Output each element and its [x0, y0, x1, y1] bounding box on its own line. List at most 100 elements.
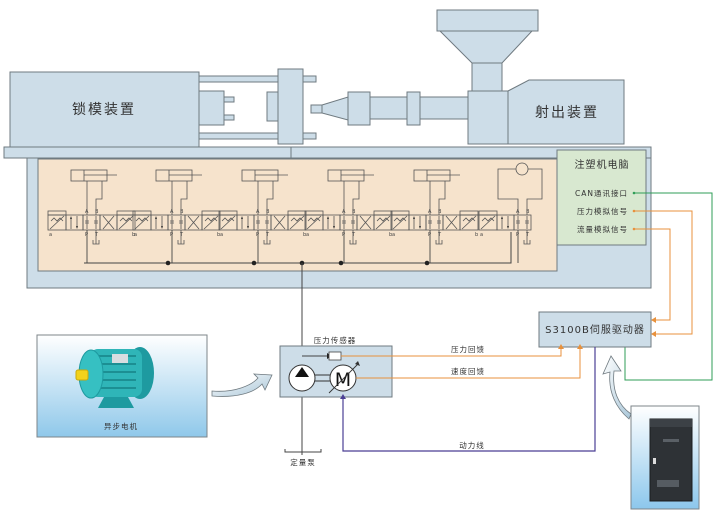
hydraulic-cylinder — [155, 169, 193, 182]
cylinder-rod — [426, 170, 460, 181]
cylinder-lines — [171, 181, 188, 215]
port-b-label: b — [303, 232, 306, 238]
junction-dot — [251, 260, 257, 266]
motor-foot — [98, 397, 134, 408]
blocked-center — [342, 216, 355, 229]
spring-icon — [392, 215, 408, 230]
arrow-head — [76, 226, 78, 229]
junction-dot — [338, 260, 344, 266]
blocked-center — [516, 216, 529, 229]
spring-icon — [306, 215, 322, 230]
cylinder-rod — [254, 170, 288, 181]
pump-label: 定量泵 — [290, 457, 316, 467]
async-motor-photo: 异步电机 — [36, 334, 208, 438]
cylinder-rod — [83, 170, 117, 181]
tank-symbol — [92, 230, 100, 245]
port-P-label: P — [516, 232, 519, 238]
drive-cabinet-top — [650, 419, 692, 427]
port-b-label: b — [475, 232, 478, 238]
servo-drive-label: S3100B伺服驱动器 — [545, 323, 645, 336]
port-B-label: B — [180, 209, 184, 215]
cylinder-rod — [168, 170, 202, 181]
hopper-funnel — [438, 30, 534, 64]
feed-block — [467, 90, 509, 145]
cylinder-lines — [86, 181, 103, 215]
pump-icon — [288, 364, 316, 392]
tank-symbol — [177, 230, 185, 245]
speed-feedback-arrow — [577, 344, 583, 349]
drive-brand-text — [663, 439, 679, 442]
spring-icon — [480, 215, 496, 230]
power-line-arrow — [340, 394, 346, 399]
spring-icon — [49, 215, 65, 230]
variable-arrow — [328, 363, 359, 394]
port-a-label: a — [392, 232, 395, 238]
arrow-head — [247, 226, 249, 229]
port-T-label: T — [94, 232, 99, 238]
cylinder-rod — [340, 170, 374, 181]
cylinder-lines — [257, 181, 274, 215]
cross-arrows — [445, 215, 458, 230]
pressure-sensor-icon — [328, 351, 342, 361]
cylinder-lines — [343, 181, 360, 215]
hydraulic-cylinder — [241, 169, 279, 182]
platen-pin — [223, 96, 235, 103]
port-P-label: P — [170, 232, 173, 238]
platen-pin — [223, 114, 235, 121]
nozzle-cone — [321, 96, 349, 121]
port-B-label: B — [266, 209, 270, 215]
hydraulic-cylinder — [327, 169, 365, 182]
port-P-label: P — [256, 232, 259, 238]
arrow-head — [155, 216, 157, 219]
cross-arrows — [273, 215, 286, 230]
pressure-feedback-wire — [341, 347, 562, 357]
hydraulic-cylinder — [70, 169, 108, 182]
pressure-feedback-arrow — [558, 344, 564, 349]
tank-symbol — [349, 230, 357, 245]
port-T-label: T — [351, 232, 356, 238]
spool-box — [513, 214, 532, 231]
fixed-platen — [277, 68, 304, 145]
moving-platen — [198, 90, 225, 126]
port-B-label: B — [95, 209, 99, 215]
can-port-label: CAN通讯接口 — [575, 188, 628, 198]
cross-arrows — [102, 215, 115, 230]
pump-bracket — [284, 449, 322, 453]
solenoid-b — [116, 214, 136, 231]
drive-handle — [653, 458, 656, 464]
barrel-flange — [347, 91, 371, 126]
cross-arrows — [187, 215, 200, 230]
solenoid-b — [287, 214, 307, 231]
can-wire — [624, 192, 713, 381]
port-B-label: B — [438, 209, 442, 215]
pressure-signal-arrow — [651, 331, 656, 337]
nozzle-tip — [310, 104, 323, 114]
computer-title: 注塑机电脑 — [575, 158, 630, 171]
servo-drive-photo — [630, 405, 700, 510]
hydraulic-cylinder — [413, 169, 451, 182]
arrow-head — [419, 226, 421, 229]
hopper-neck — [471, 62, 503, 92]
motor-nameplate — [112, 354, 128, 363]
spring-icon — [289, 215, 305, 230]
port-P-label: P — [342, 232, 345, 238]
spring-icon — [461, 215, 477, 230]
port-T-label: T — [437, 232, 442, 238]
port-b-label: b — [217, 232, 220, 238]
tank-symbol — [523, 230, 531, 245]
junction-dot — [424, 260, 430, 266]
port-B-label: B — [526, 209, 530, 215]
pressure-signal-wire — [634, 210, 693, 335]
servo-drive: S3100B伺服驱动器 — [538, 311, 652, 348]
tie-bar-top — [198, 75, 317, 83]
spring-icon — [220, 215, 236, 230]
barrel — [419, 96, 469, 120]
port-T-label: T — [179, 232, 184, 238]
pressure-sensor-label: 压力传感器 — [314, 335, 357, 345]
machine-computer: 注塑机电脑 CAN通讯接口 压力模拟信号 流量模拟信号 — [556, 149, 647, 246]
